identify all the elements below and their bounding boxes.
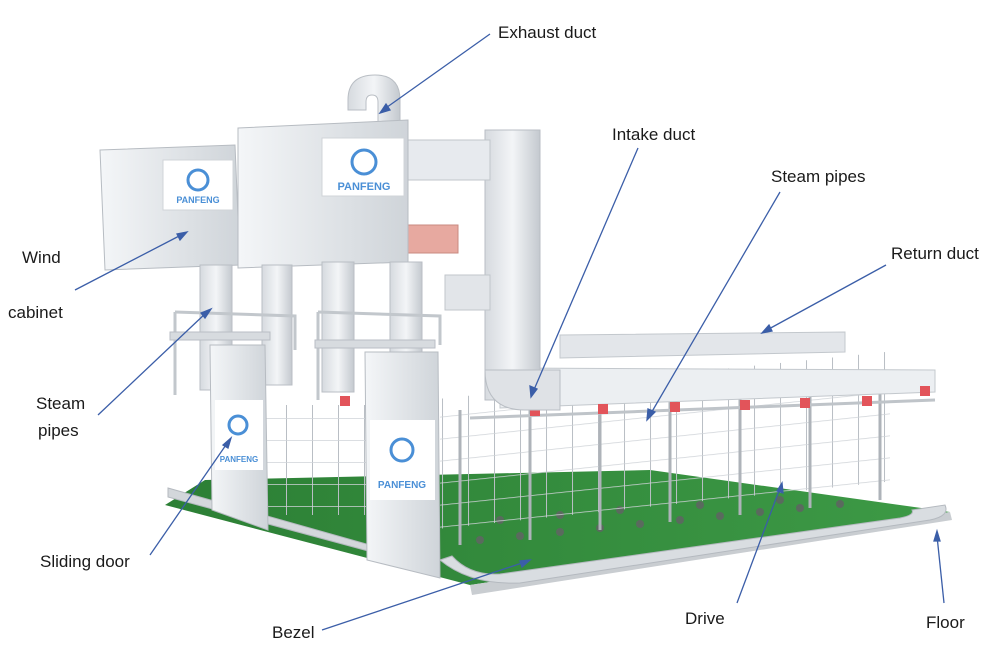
rack-verticals [458, 390, 882, 545]
brand-text: PANFENG [220, 455, 259, 464]
intake-duct-elbow [484, 369, 561, 411]
label-steam-pipes-left-line2: pipes [38, 421, 79, 440]
pink-duct [407, 224, 459, 254]
wind-cabinet-main-badge [321, 137, 405, 197]
side-duct [444, 274, 491, 311]
brand-text: PANFENG [338, 181, 391, 193]
intake-duct-vertical [484, 129, 541, 401]
label-bezel: Bezel [272, 623, 315, 642]
wind-cabinet-left-badge [162, 159, 234, 211]
steam-pipes-left [173, 310, 442, 400]
label-steam-pipes-right: Steam pipes [771, 167, 866, 186]
label-floor: Floor [926, 613, 965, 632]
steam-valves [340, 386, 930, 416]
leader-lines [74, 33, 945, 631]
steam-pipe-right [469, 398, 936, 420]
label-sliding-door: Sliding door [40, 552, 130, 571]
bezel-front [438, 504, 947, 584]
label-wind-cabinet-line1: Wind [22, 248, 61, 267]
label-drive: Drive [685, 609, 725, 628]
label-return-duct: Return duct [891, 244, 979, 263]
rail-right [314, 339, 436, 349]
brand-logo-icon [350, 148, 378, 176]
brand-text: PANFENG [176, 195, 219, 205]
label-intake-duct: Intake duct [612, 125, 696, 144]
cabinet-down-ducts [199, 261, 423, 393]
rack-grid-left [265, 405, 375, 515]
brand-logo-icon [227, 414, 249, 436]
label-wind-cabinet-line2: cabinet [8, 303, 63, 322]
brand-logo-icon [186, 168, 210, 192]
brand-logo-icon [389, 437, 415, 463]
label-steam-pipes-left-line1: Steam [36, 394, 86, 413]
label-exhaust-duct: Exhaust duct [498, 23, 597, 42]
exhaust-duct [347, 74, 401, 126]
upper-duct [404, 139, 491, 181]
brand-text: PANFENG [378, 480, 426, 491]
return-duct [559, 331, 846, 359]
rail-left [169, 331, 271, 341]
